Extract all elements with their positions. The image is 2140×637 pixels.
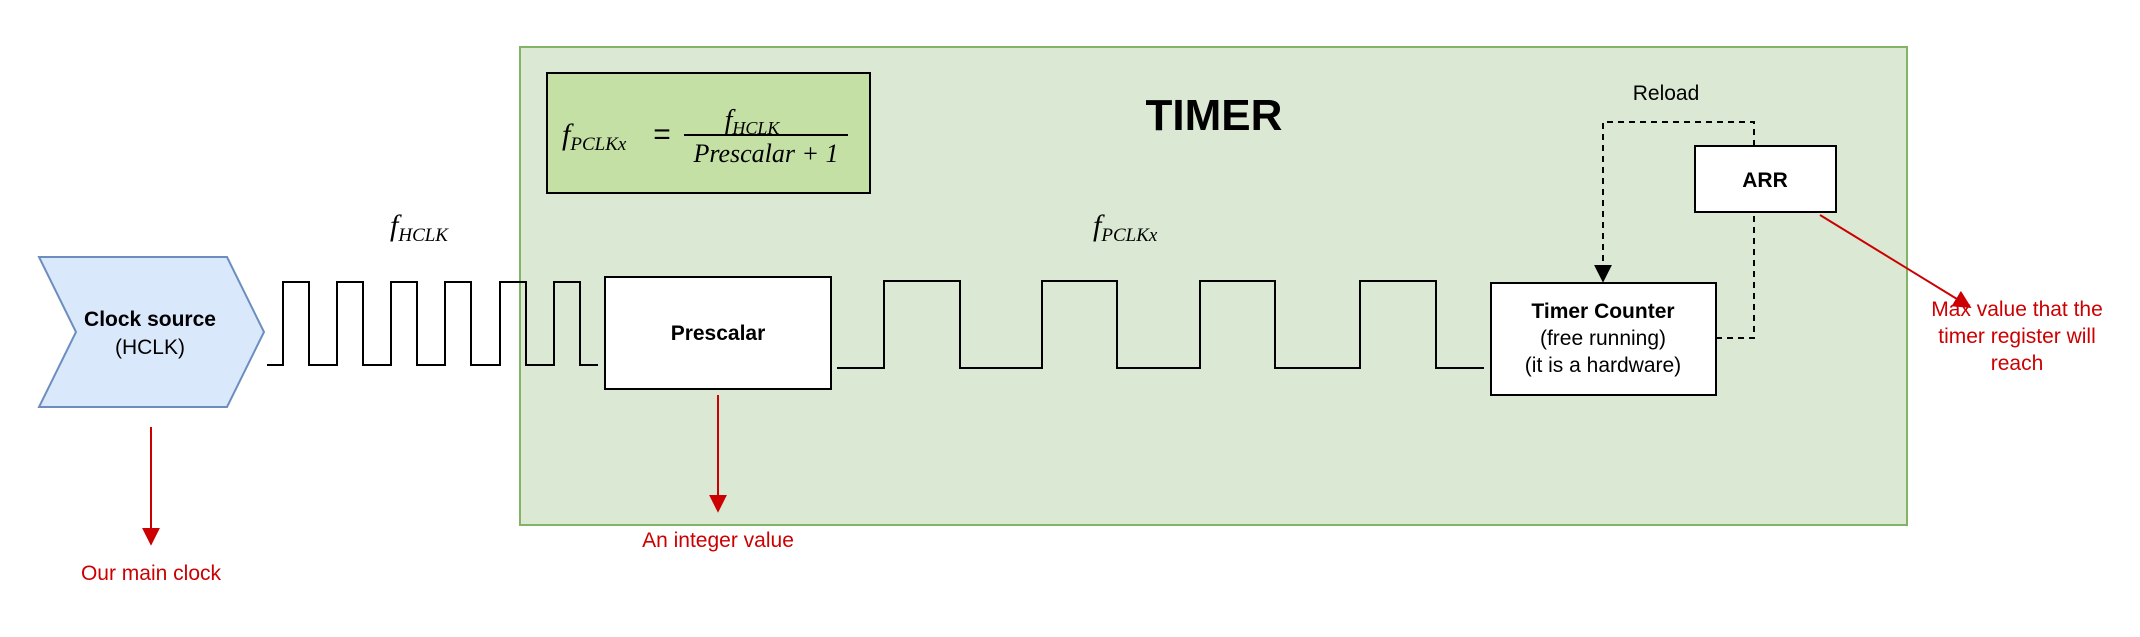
arr-label: ARR [1742, 169, 1788, 192]
max-value-annotation-line3: reach [1991, 352, 2044, 375]
reload-arrow [1594, 121, 1755, 283]
reload-connector [1716, 212, 1755, 339]
hclk-signal-label: fHCLK [390, 209, 449, 246]
integer-value-annotation: An integer value [642, 529, 794, 552]
pclk-waveform [837, 280, 1484, 369]
formula-num-sub: HCLK [731, 118, 780, 138]
timer-counter-line3: (it is a hardware) [1525, 354, 1681, 377]
clock-source-line2: (HCLK) [115, 336, 185, 359]
main-clock-annotation: Our main clock [81, 562, 222, 585]
formula-num-base: f [725, 105, 736, 136]
clock-source-line1: Clock source [84, 308, 216, 331]
hclk-waveform [267, 281, 598, 366]
formula-denominator: Prescalar + 1 [692, 139, 838, 168]
hclk-signal-sub: HCLK [397, 225, 449, 246]
clock-source-chevron [37, 256, 266, 408]
max-value-annotation-line2: timer register will [1938, 325, 2096, 348]
arr-max-arrow [1819, 214, 1972, 308]
prescalar-label: Prescalar [671, 322, 766, 345]
max-value-annotation-line1: Max value that the [1931, 298, 2103, 321]
formula-box [546, 72, 871, 194]
formula-equals: = [653, 118, 671, 151]
svg-text:fHCLK: fHCLK [725, 105, 781, 138]
timer-counter-line1: Timer Counter [1531, 300, 1674, 323]
pclk-signal-sub: PCLKx [1100, 225, 1158, 246]
timer-counter-box [1490, 282, 1717, 396]
timer-counter-line2: (free running) [1540, 327, 1666, 350]
arr-box [1694, 145, 1837, 213]
prescalar-box [604, 276, 832, 390]
formula-lhs-sub: PCLKx [569, 134, 627, 155]
reload-label: Reload [1633, 82, 1700, 105]
timer-title: TIMER [1146, 91, 1283, 140]
